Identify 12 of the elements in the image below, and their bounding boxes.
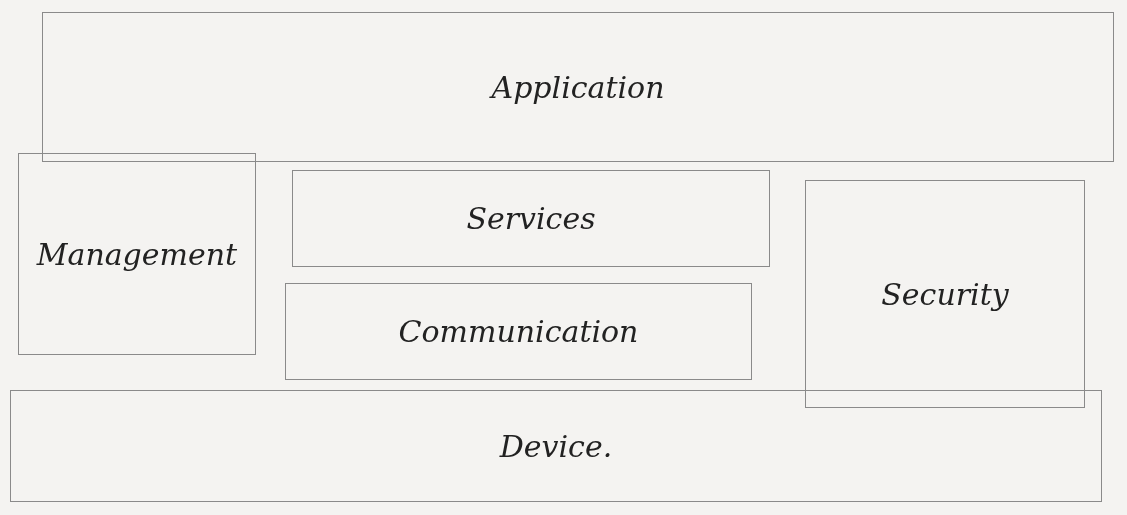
layer-label: Application xyxy=(491,69,665,105)
layer-label: Management xyxy=(36,236,238,272)
layer-box xyxy=(18,153,256,355)
layer-box xyxy=(805,180,1085,408)
layer-box xyxy=(42,12,1114,162)
layer-box xyxy=(10,390,1102,502)
layer-label: Services xyxy=(466,201,596,236)
layer-label: Device. xyxy=(499,428,613,464)
layer-label: Security xyxy=(881,276,1009,312)
layer-box xyxy=(292,170,770,267)
layer-box xyxy=(285,283,752,380)
layer-label: Communication xyxy=(398,314,639,349)
